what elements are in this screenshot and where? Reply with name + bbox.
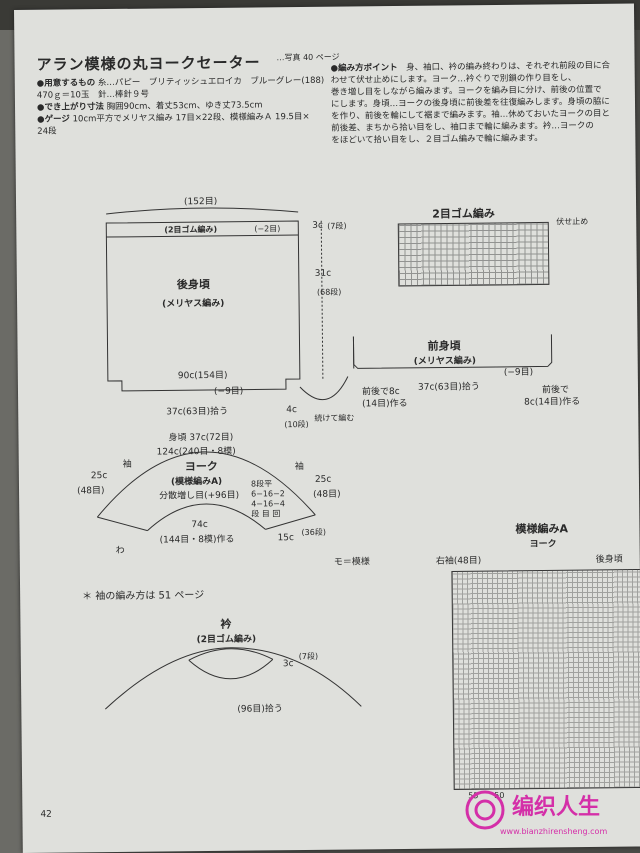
rib-chart-title: 2目ゴム編み: [432, 206, 495, 221]
yoke-inner: 74c: [191, 519, 208, 531]
yoke-name: ヨーク: [184, 459, 218, 474]
pattern-a-subtitle: ヨーク: [529, 539, 557, 550]
front-pick-up: 37c(63目)拾う: [417, 382, 480, 393]
gusset-height: 4c: [286, 405, 297, 416]
gusset-rows: (10段): [284, 419, 309, 430]
back-height-rows: (68段): [316, 287, 342, 297]
front-diff-left2: (14目)作る: [362, 398, 408, 410]
yoke-inner-arc: [147, 503, 266, 531]
height-dim: [320, 220, 324, 379]
yoke-increase: 分散増し目(+96目): [159, 490, 240, 502]
front-body-name: 前身頃: [427, 339, 461, 353]
yoke-sleeve-left: 袖: [122, 459, 132, 470]
yoke-height: 15c: [277, 533, 295, 544]
front-side-dec: (−9目): [503, 367, 534, 378]
yoke-outer2: 124c(240目・8模): [156, 446, 236, 458]
back-height: 31c: [314, 268, 332, 279]
yoke-outer: 身頃 37c(72目): [168, 432, 234, 444]
watermark-logo: 编织人生 www.bianzhirensheng.com: [460, 783, 630, 843]
pattern-a-grid: [451, 569, 640, 790]
back-rib-dec: (−2目): [254, 224, 281, 234]
front-diff-right2: 8c(14目)作る: [524, 397, 581, 408]
pattern-a-right-sleeve: 右袖(48目): [435, 556, 482, 567]
yoke-height-rows: (36段): [301, 527, 326, 538]
yoke-side-right: 25c: [314, 474, 332, 485]
back-rib-label: (2目ゴム編み): [164, 224, 218, 235]
back-top-width: (152目): [183, 196, 218, 208]
sleeve-note: ＊ 袖の編み方は 51 ページ: [82, 590, 205, 603]
collar-height-rows: (7段): [298, 651, 319, 662]
continue-curve: [299, 376, 349, 401]
swirl-icon: [465, 790, 505, 830]
yoke-rows-note-line: 8段平: [250, 479, 273, 489]
collar-name: 衿: [220, 617, 232, 631]
yoke-side-left-st: (48目): [76, 486, 105, 497]
page-number: 42: [40, 809, 52, 820]
back-rib-rows: (7段): [327, 221, 347, 231]
front-body-stitch: (メリヤス編み): [413, 356, 476, 367]
back-body-stitch: (メリヤス編み): [162, 298, 225, 310]
back-side-dec: (−9目): [213, 386, 244, 397]
pattern-a-back-body: 後身頃: [595, 554, 623, 565]
rib-chart-bind-off: 伏せ止め: [556, 216, 589, 227]
collar-pick-up: (96目)拾う: [237, 704, 283, 715]
back-top-arc: [106, 207, 299, 215]
back-rib-height: 3c: [312, 220, 324, 231]
book-page: アラン模様の丸ヨークセーター …写真 40 ページ ●用意するもの 糸…パピー …: [14, 3, 640, 853]
collar-stitch: (2目ゴム編み): [196, 634, 257, 646]
yoke-wa: わ: [115, 545, 125, 556]
yoke-inner2: (144目・8模)作る: [159, 534, 235, 546]
yoke-outer-arc: [96, 451, 316, 518]
yoke-stitch: (模様編みA): [170, 476, 223, 488]
collar-height: 3c: [282, 659, 294, 670]
back-body-outline: [105, 220, 301, 392]
back-bottom-width: 90c(154目): [177, 370, 228, 382]
back-rib-line: [106, 234, 299, 238]
pattern-a-title: 模様編みA: [515, 522, 569, 536]
yoke-rows-note-line: 6−16−2: [251, 489, 285, 499]
yoke-side-right-st: (48目): [313, 489, 341, 500]
watermark-url: www.bianzhirensheng.com: [500, 827, 608, 836]
yoke-rows-note-line: 4−16−4: [251, 499, 285, 509]
yoke-sleeve-right: 袖: [294, 461, 304, 473]
back-pick-up: 37c(63目)拾う: [166, 406, 229, 418]
collar-body-arc: [104, 647, 362, 710]
continue-knitting: 続けて編む: [314, 413, 355, 423]
yoke-side-left: 25c: [90, 471, 108, 482]
yoke-rows-note: 8段平 6−16−2 4−16−4 段 目 回: [251, 479, 285, 519]
yoke-mo-legend: モ＝模様: [333, 557, 370, 568]
pattern-a-frame: [451, 568, 640, 790]
back-body-name: 後身頃: [176, 277, 210, 292]
watermark-text: 编织人生: [512, 795, 601, 820]
yoke-rows-note-line: 段 目 回: [251, 509, 281, 519]
rib-chart-grid: [398, 222, 549, 286]
collar-neck: [188, 648, 274, 661]
